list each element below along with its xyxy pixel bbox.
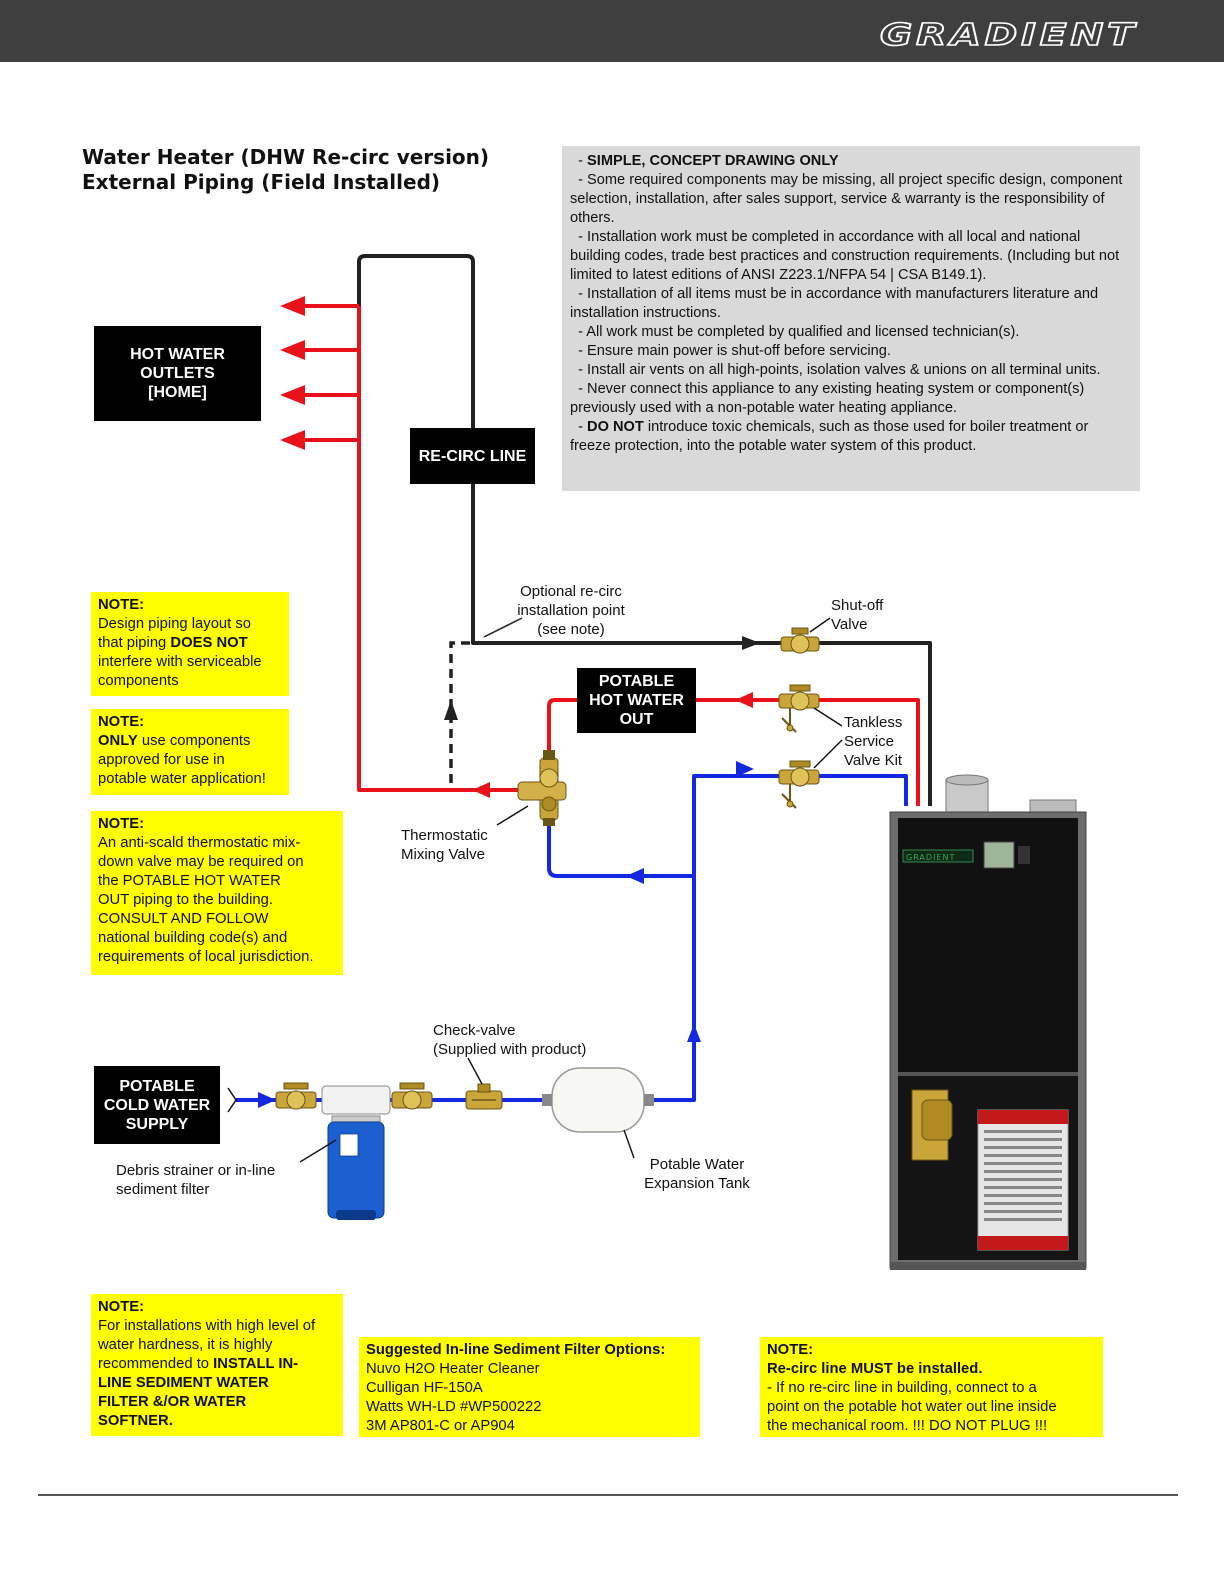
- footer-rule: [38, 1494, 1178, 1496]
- disclaimer-box: - SIMPLE, CONCEPT DRAWING ONLY - Some re…: [562, 146, 1140, 491]
- tankless-kit-label: Tankless Service Valve Kit: [844, 714, 903, 769]
- optional-recirc-arrow: [444, 700, 458, 720]
- thermostatic-leader: [496, 805, 529, 826]
- hot-water-pipe: [300, 304, 920, 806]
- tankless-kit-leader-cold: [813, 739, 843, 769]
- shutoff-valve-label: Shut-off Valve: [831, 597, 884, 633]
- box-line: [HOME]: [148, 384, 207, 401]
- box-line: HOT WATER: [130, 346, 225, 363]
- water-heater-unit: [889, 774, 1087, 1270]
- disclaimer-item: - Install air vents on all high-points, …: [570, 362, 1101, 378]
- debris-strainer-label: Debris strainer or in-line sediment filt…: [116, 1162, 276, 1198]
- box-line: COLD WATER: [103, 1096, 211, 1114]
- note-filter-options: Suggested In-line Sediment Filter Option…: [359, 1337, 700, 1437]
- expansion-tank-label: Potable Water Expansion Tank: [644, 1156, 750, 1192]
- optional-recirc-dashed-line: [449, 641, 473, 783]
- hot-outlet-arrows: [280, 296, 753, 798]
- check-valve: [465, 1083, 503, 1110]
- cold-water-pipe: [236, 774, 908, 1102]
- box-line: POTABLE: [598, 673, 675, 690]
- header-bar: GRADIENT: [0, 0, 1224, 62]
- recirc-line-box: RE-CIRC LINE: [410, 428, 535, 484]
- cold-water-arrows: [258, 761, 754, 1108]
- optional-recirc-leader: [483, 617, 523, 638]
- note-recirc-required: NOTE: Re-circ line MUST be installed. - …: [760, 1337, 1103, 1437]
- recirc-line-pipe: [357, 254, 932, 806]
- tankless-kit-leader-hot: [813, 707, 843, 727]
- note-water-hardness: NOTE: For installations with high level …: [91, 1294, 343, 1436]
- box-line: OUT: [619, 711, 654, 728]
- page-title-line2: External Piping (Field Installed): [82, 170, 441, 194]
- heater-badge: GRADIENT: [906, 853, 955, 862]
- box-line: RE-CIRC LINE: [418, 447, 527, 465]
- supply-valve-2: [391, 1082, 433, 1110]
- shutoff-valve: [780, 627, 820, 654]
- filter-leader: [299, 1139, 337, 1163]
- recirc-direction-arrow: [742, 636, 760, 650]
- box-line: OUTLETS: [140, 365, 215, 382]
- page-title: Water Heater (DHW Re-circ version) Exter…: [82, 145, 489, 195]
- expansion-tank-leader: [623, 1129, 635, 1159]
- note-potable-components: NOTE: ONLY use components approved for u…: [91, 709, 289, 795]
- optional-recirc-label: Optional re-circ installation point (see…: [517, 583, 625, 638]
- check-valve-label: Check-valve (Supplied with product): [433, 1022, 587, 1058]
- supply-break-symbol: [227, 1087, 237, 1113]
- potable-hot-water-out-box: POTABLE HOT WATER OUT: [577, 668, 696, 733]
- potable-cold-water-supply-box: POTABLE COLD WATER SUPPLY: [94, 1066, 220, 1144]
- tankless-kit-cold-valve: [778, 760, 820, 809]
- supply-valve-1: [275, 1082, 317, 1110]
- disclaimer-item: - SIMPLE, CONCEPT DRAWING ONLY: [570, 153, 839, 169]
- box-line: SUPPLY: [125, 1115, 189, 1133]
- hot-water-outlets-box: HOT WATER OUTLETS [HOME]: [94, 326, 261, 421]
- disclaimer-item: - Never connect this appliance to any ex…: [570, 381, 1085, 416]
- sediment-filter: [321, 1085, 391, 1220]
- check-valve-leader: [467, 1057, 483, 1085]
- brand-wordmark: GRADIENT: [880, 18, 1138, 52]
- note-anti-scald: NOTE: An anti-scald thermostatic mix- do…: [91, 811, 343, 975]
- expansion-tank: [542, 1067, 654, 1133]
- disclaimer-item: - Installation of all items must be in a…: [570, 286, 1099, 321]
- thermostatic-valve-label: Thermostatic Mixing Valve: [401, 827, 488, 863]
- disclaimer-item: - All work must be completed by qualifie…: [570, 324, 1020, 340]
- thermostatic-mixing-valve: [517, 750, 567, 826]
- page-title-line1: Water Heater (DHW Re-circ version): [82, 145, 490, 169]
- disclaimer-item: - Installation work must be completed in…: [570, 229, 1120, 283]
- disclaimer-item: - Some required components may be missin…: [570, 172, 1123, 226]
- tankless-kit-hot-valve: [778, 684, 820, 733]
- shutoff-valve-leader: [809, 617, 831, 633]
- disclaimer-item: - Ensure main power is shut-off before s…: [570, 343, 891, 359]
- note-serviceable-layout: NOTE: Design piping layout so that pipin…: [91, 592, 289, 696]
- brand-logo: GRADIENT: [879, 12, 1140, 57]
- disclaimer-item: - DO NOT introduce toxic chemicals, such…: [570, 419, 1089, 454]
- box-line: HOT WATER: [589, 692, 684, 709]
- box-line: POTABLE: [119, 1077, 195, 1095]
